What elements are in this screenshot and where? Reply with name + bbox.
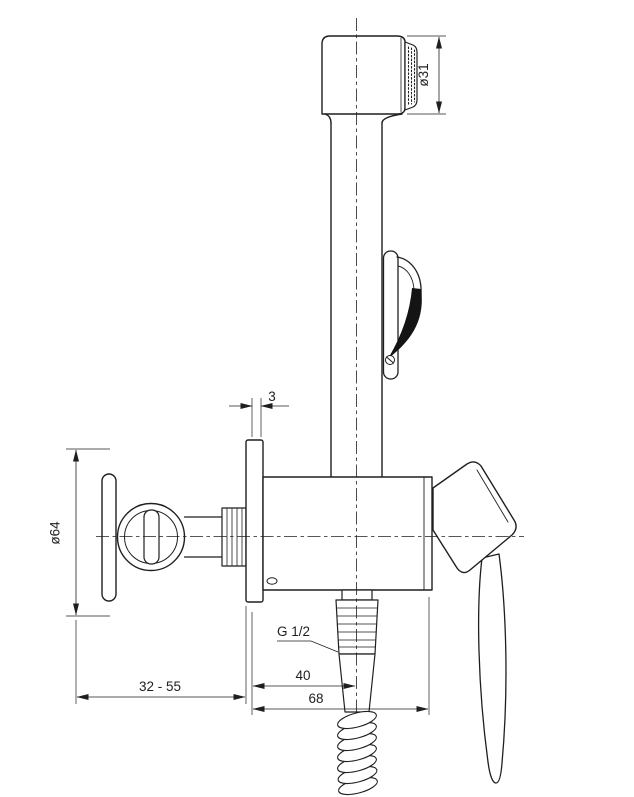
hand-shower-head	[321, 35, 418, 115]
body-detail-hole	[266, 577, 278, 585]
dim-label-rosette-diameter: ø64	[48, 521, 63, 545]
dim-label-head-diameter: ø31	[416, 63, 431, 86]
dim-body-offset: 68	[252, 597, 430, 715]
hose-connector	[335, 589, 379, 713]
spray-texture	[407, 46, 416, 106]
shower-handle-tube	[324, 113, 403, 478]
handle-hub-slot	[143, 509, 160, 565]
dim-label-outlet-offset: 40	[295, 668, 310, 683]
dimensions: ø31 3 ø64 32 - 55 40	[48, 35, 446, 715]
mixer-lever	[432, 461, 517, 784]
connector-cone	[338, 653, 376, 713]
flexible-hose	[337, 710, 378, 796]
dim-outlet-offset: 40	[251, 612, 356, 715]
thread-label: G 1/2	[277, 624, 310, 639]
lever-base	[432, 461, 517, 574]
wall-holder	[382, 250, 422, 380]
dim-label-body-offset: 68	[308, 691, 323, 706]
dim-mounting-depth: 32 - 55	[75, 606, 247, 704]
thread-callout: G 1/2	[277, 624, 339, 653]
dim-label-flange-gap: 3	[268, 389, 276, 404]
wall-flange	[245, 439, 264, 603]
mixer-body	[262, 476, 433, 591]
lever-handle	[477, 553, 507, 784]
dim-label-mounting-depth: 32 - 55	[139, 679, 181, 694]
holder-hook-shadow	[389, 288, 422, 357]
centerlines	[96, 18, 524, 712]
dim-head-diameter: ø31	[407, 35, 446, 115]
handle-front-arm	[101, 473, 117, 602]
dim-flange-gap: 3	[229, 389, 289, 437]
cross-handle	[101, 473, 247, 602]
dim-rosette-diameter: ø64	[48, 448, 110, 617]
valve-stem	[183, 507, 247, 567]
